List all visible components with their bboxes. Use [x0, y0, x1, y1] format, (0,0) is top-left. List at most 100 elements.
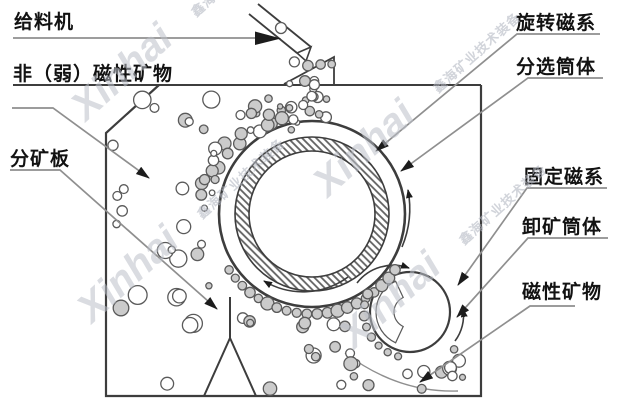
ore-divider-plate — [203, 297, 257, 397]
ore-particle — [458, 373, 467, 381]
leader-magnetic — [419, 305, 575, 383]
ore-particle — [362, 378, 375, 392]
ore-particle — [245, 107, 258, 120]
ore-particle — [281, 305, 292, 316]
chute-tip — [295, 45, 313, 63]
ore-particle — [308, 79, 321, 91]
ore-particle — [210, 149, 218, 158]
leader-separating-cylinder — [400, 77, 603, 172]
discharge-top-arrow — [356, 261, 410, 284]
ore-particle — [202, 90, 221, 109]
ore-particle — [315, 59, 326, 70]
ore-particle — [160, 376, 175, 391]
ore-particle — [291, 307, 302, 318]
feeder-pointer — [13, 31, 281, 45]
ore-particle — [358, 310, 370, 322]
ore-particle — [175, 181, 190, 196]
ore-particle — [329, 340, 342, 353]
ore-particle — [235, 109, 246, 121]
ore-particle — [447, 370, 458, 382]
label-rotating-magnetic: 旋转磁系 — [515, 11, 596, 34]
ore-particle — [449, 344, 459, 354]
ore-particle — [195, 188, 208, 201]
ore-particle — [210, 174, 220, 185]
ore-particle — [311, 308, 324, 320]
ore-particle — [298, 75, 311, 87]
label-divider: 分矿板 — [10, 147, 70, 170]
separating-drum — [217, 119, 407, 309]
ore-particle — [221, 147, 234, 160]
label-fixed-magnetic: 固定磁系 — [524, 165, 604, 188]
ore-particle — [288, 114, 299, 125]
ore-particle — [361, 322, 372, 332]
ore-particle — [224, 265, 234, 275]
leader-fixed-magnetic — [457, 187, 607, 286]
ore-particle — [360, 300, 370, 310]
ore-particle — [310, 351, 321, 362]
ore-particle — [190, 247, 205, 262]
ore-particle — [285, 80, 294, 88]
ore-particle — [287, 125, 296, 134]
drum-rotation-arrow — [263, 276, 349, 293]
tank-outline — [104, 84, 483, 398]
ore-particle — [169, 249, 188, 268]
ore-particle — [304, 105, 316, 117]
upward-flow-arrow — [401, 189, 413, 248]
ore-particle — [276, 103, 284, 110]
ore-particle — [107, 139, 119, 152]
ore-particle — [343, 356, 359, 372]
ore-particle — [118, 184, 129, 195]
watermark-company: 鑫海矿业技术装备 — [430, 9, 524, 96]
particles — [107, 56, 467, 396]
separator-tank — [13, 84, 483, 398]
ore-particle — [274, 111, 290, 126]
ore-particle — [171, 288, 187, 304]
ore-particle — [196, 239, 207, 249]
ore-particle — [262, 108, 276, 121]
ore-particle — [184, 116, 194, 127]
ore-particle — [181, 316, 199, 334]
labels: 给料机 非（弱）磁性矿物 分矿板 旋转磁系 分选筒体 固定磁系 卸矿筒体 磁性矿… — [10, 10, 604, 303]
leader-lines — [10, 33, 608, 383]
ore-particle — [314, 109, 324, 119]
ore-particle — [389, 263, 401, 276]
ore-particle — [112, 190, 123, 201]
ore-particle — [149, 102, 160, 113]
ore-particle — [322, 95, 331, 103]
watermark-brand: Xinhai — [67, 217, 188, 332]
leader-divider — [10, 169, 218, 310]
ore-particle — [362, 288, 374, 300]
ore-particle — [271, 302, 283, 314]
ore-particle — [116, 205, 129, 217]
ore-particle — [382, 271, 396, 285]
ore-particle — [393, 352, 403, 361]
label-non-magnetic: 非（弱）磁性矿物 — [13, 62, 173, 85]
ore-particle — [298, 316, 312, 330]
leader-rotating-magnetic — [375, 33, 600, 152]
ore-particle — [200, 204, 209, 212]
ore-particle — [336, 379, 347, 390]
ore-particle — [327, 59, 337, 69]
ore-particle — [112, 299, 130, 317]
ore-particle — [205, 282, 213, 290]
label-magnetic: 磁性矿物 — [522, 280, 602, 303]
ore-particle — [246, 318, 255, 328]
ore-particle — [302, 59, 314, 72]
ore-particle — [198, 173, 211, 186]
ore-particle — [127, 284, 148, 306]
ore-particle — [262, 381, 278, 396]
ore-particle — [383, 347, 392, 357]
feed-hopper — [283, 55, 335, 85]
ore-particle — [198, 124, 209, 135]
ore-particle — [366, 332, 377, 342]
ore-particle — [303, 343, 315, 355]
ore-particle — [416, 383, 427, 394]
chute-roller — [274, 21, 288, 35]
leader-non-magnetic — [12, 107, 150, 179]
ore-particle — [264, 94, 273, 103]
ore-particle — [132, 90, 152, 110]
ore-particle — [339, 320, 351, 333]
ore-particle — [234, 127, 248, 141]
feeder-chute — [248, 3, 313, 63]
label-feeder: 给料机 — [14, 10, 74, 33]
